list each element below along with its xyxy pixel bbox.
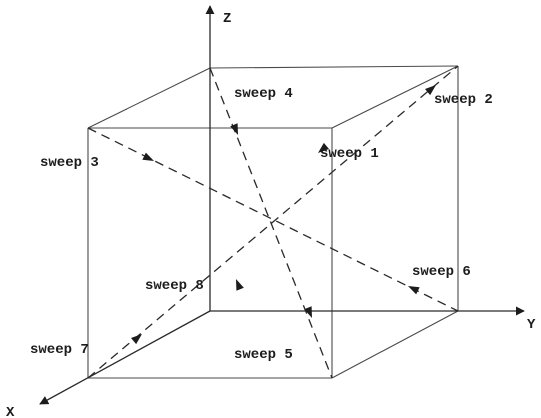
cube-edge [87,67,211,129]
y-axis-label: Y [527,317,536,333]
sweep-diagonals [87,65,459,379]
sweep-8-label: sweep 8 [145,278,204,294]
sweep-3-arrow [142,152,154,161]
x-axis [39,310,211,405]
x-axis-label: X [6,405,15,418]
z-axis-label: Z [223,11,231,27]
sweep-8-arrow [236,279,244,291]
sweep-5-label: sweep 5 [234,347,293,363]
sweep-1-arrow [318,142,329,153]
cube-edge [209,65,459,69]
cube-edge [331,65,459,129]
sweep-4-arrow [230,123,238,135]
sweep-5-arrow [304,306,312,318]
diagonal-z-to-front-bottom [209,67,333,379]
sweep-6-arrow [408,286,420,295]
sweep-2-arrow [425,85,436,96]
diagonal-x-to-back-top [87,65,459,379]
sweep-arrows [131,85,436,345]
diagonal-left-top-to-y [87,127,459,312]
sweep-6-label: sweep 6 [412,264,471,280]
cube-edge [331,310,459,379]
sweep-7-label: sweep 7 [30,342,89,358]
sweep-1-label: sweep 1 [320,146,379,162]
sweep-3-label: sweep 3 [40,155,99,171]
sweep-2-label: sweep 2 [434,92,493,108]
axes: Z Y X [6,5,536,418]
sweep-7-arrow [131,334,142,345]
cube [87,65,459,379]
sweep-4-label: sweep 4 [234,86,293,102]
sweep-labels: sweep 1 sweep 2 sweep 3 sweep 4 sweep 5 … [30,86,493,363]
